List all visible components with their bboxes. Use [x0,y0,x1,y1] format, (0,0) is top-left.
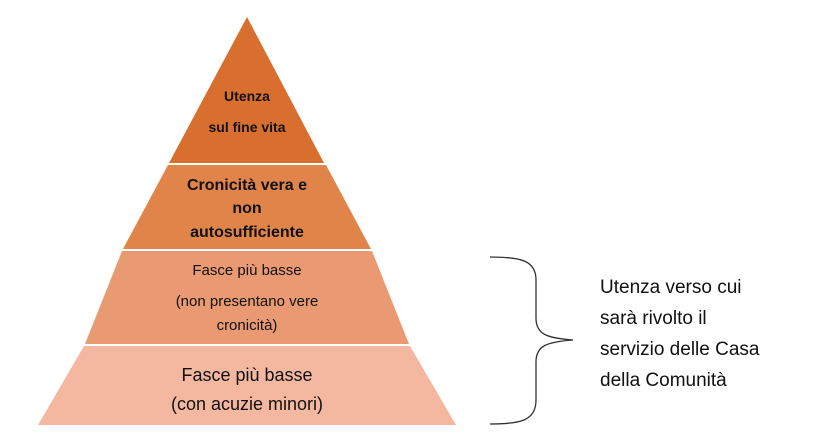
annotation-line-1: Utenza verso cui [600,277,742,298]
pyramid-level-4-line-2: (con acuzie minori) [171,394,323,414]
pyramid-level-4 [38,346,456,425]
pyramid-level-2-line-2: non [232,200,261,217]
pyramid-level-1 [169,17,324,163]
pyramid-level-4-line-1: Fasce più basse [181,365,312,385]
pyramid-level-2-line-3: autosufficiente [190,224,304,241]
pyramid-level-3-line-1: Fasce più basse [192,262,301,279]
pyramid-level-2 [123,165,371,249]
pyramid-level-1-line-1: Utenza [224,88,270,104]
annotation-line-2: sarà rivolto il [600,308,707,329]
pyramid-level-1-line-2: sul fine vita [208,119,285,135]
pyramid-level-3 [85,251,409,344]
pyramid-level-2-line-1: Cronicità vera e [187,177,307,194]
pyramid-level-3-line-2: (non presentano vere [176,293,319,310]
pyramid-level-3-line-3: cronicità) [217,317,278,334]
annotation-line-3: servizio delle Casa [600,339,760,360]
annotation-line-4: della Comunità [600,370,727,391]
curly-brace [489,256,574,425]
